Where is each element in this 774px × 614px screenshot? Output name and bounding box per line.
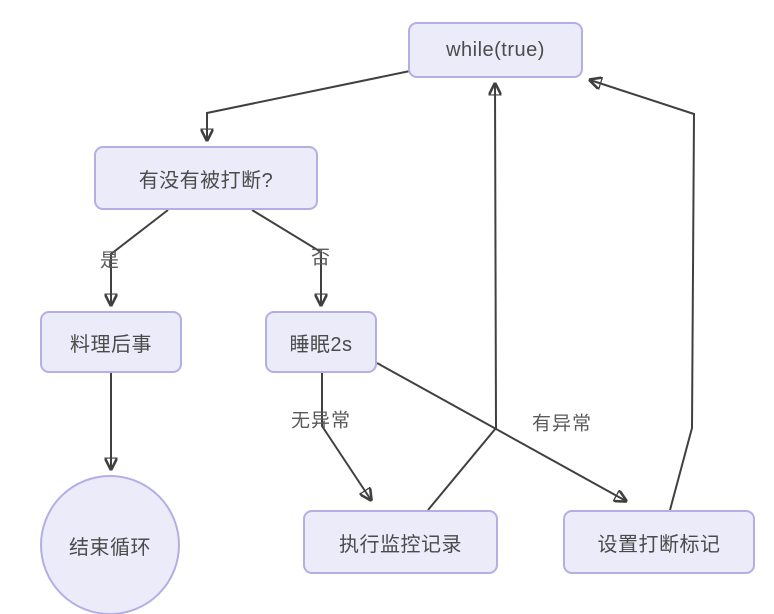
edge-label-has-exception: 有异常	[531, 413, 593, 435]
node-while-loop: while(true)	[408, 22, 583, 78]
edge-label-no: 否	[310, 247, 332, 269]
edge-sleep-to-setflag	[376, 362, 626, 501]
node-end-loop: 结束循环	[40, 475, 180, 614]
node-cleanup: 料理后事	[40, 311, 182, 373]
edge-monitor-to-while	[427, 84, 496, 511]
edge-interrupted-to-cleanup	[111, 209, 169, 305]
edge-interrupted-to-sleep	[251, 209, 321, 305]
edge-label-yes: 是	[99, 250, 121, 272]
edge-setflag-to-while	[590, 80, 696, 511]
edge-label-no-exception: 无异常	[290, 410, 352, 432]
edge-sleep-to-monitor	[321, 373, 371, 500]
node-sleep-2s: 睡眠2s	[265, 311, 377, 373]
node-monitor-log: 执行监控记录	[303, 510, 498, 574]
edge-while-to-interrupted	[207, 70, 411, 140]
node-interrupt-check: 有没有被打断?	[94, 146, 318, 210]
node-set-interrupt-flag: 设置打断标记	[563, 510, 755, 574]
